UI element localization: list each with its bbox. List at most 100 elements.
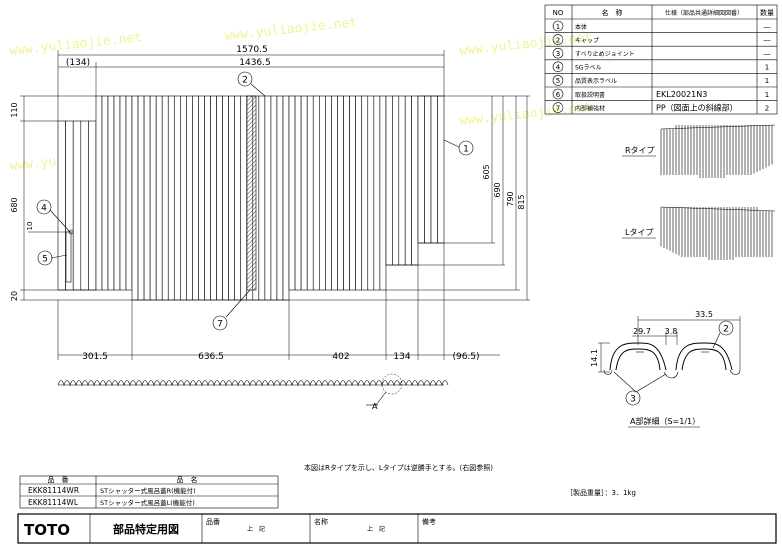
row-qty: 1 [765,64,769,72]
slat [222,95,229,301]
slat [398,95,406,266]
slat [143,95,151,301]
dim-301-5: 301.5 [82,352,108,362]
slat [294,95,302,291]
svg-text:www.yuliaojie.net: www.yuliaojie.net [224,15,358,44]
slat [210,95,217,301]
detail-a-section: 33.5 29.7 3.8 14.1 2 3 A部詳細（S=1/1） [590,310,741,428]
product-code-r: EKK81114WR [28,486,79,495]
code-label: 品番 [206,518,220,526]
slat [180,95,187,301]
slat [417,95,425,244]
slat [155,95,163,301]
row-qty: ― [764,23,771,31]
slat [173,95,181,301]
svg-text:2: 2 [723,325,729,335]
remarks-label: 備考 [422,517,436,526]
slat [264,95,272,301]
row-no: 1 [556,23,560,31]
slat [186,95,193,301]
dim-636-5: 636.5 [198,352,224,362]
r-type-thumbnail [660,124,776,178]
parts-row: 1 本体 ― [552,20,771,32]
code-value: 上 記 [247,525,265,533]
dim-134-bottom: 134 [393,352,410,362]
slat [216,95,223,301]
row-qty: ― [764,50,771,58]
row-no: 4 [556,64,561,72]
col-spec-header: 仕様（部品共通詳細図図番） [665,9,743,17]
dim-815: 815 [517,194,526,209]
product-name-l: STシャッター式風呂蓋L(機能付) [100,498,195,507]
slat [107,95,115,291]
row-no: 7 [556,104,560,112]
dim-20: 20 [10,291,19,301]
slat [149,95,157,301]
callout-leaders [49,83,460,318]
slat [88,120,97,291]
slat [411,95,419,266]
slat [204,95,211,301]
dim-790: 790 [506,191,515,206]
slat [270,95,278,301]
row-name: 本体 [575,23,587,31]
toto-logo: TOTO [24,521,70,539]
callout-7: 7 [212,315,228,331]
slat [437,95,445,244]
slat [137,95,145,301]
slat [131,95,139,301]
svg-text:5: 5 [42,255,48,265]
dim-1570-5: 1570.5 [236,45,268,55]
row-name: 取扱説明書 [575,91,605,99]
product-code-header: 品 番 [48,476,69,484]
slat [240,95,248,301]
detail-callout-3: 3 [625,390,641,406]
callout-2: 2 [237,71,253,87]
row-name: SGラベル [575,65,601,72]
product-name-r: STシャッター式風呂蓋R(機能付) [100,486,196,495]
slat [95,95,103,291]
row-qty: ― [764,36,771,44]
slat [379,95,387,291]
slat [57,120,66,291]
slat [198,95,205,301]
slat [119,95,127,291]
dim-402: 402 [332,352,349,362]
dim-690: 690 [493,182,502,197]
reinforcement-hatch [246,95,257,291]
slat [258,95,266,301]
parts-row: 4 SGラベル 1 [552,61,769,73]
row-no: 2 [556,36,560,44]
slat [349,95,356,291]
slat [161,95,169,301]
side-profile: A [57,373,449,411]
row-spec: EKL20021N3 [656,90,707,99]
svg-text:www.yuliaojie.net: www.yuliaojie.net [9,30,143,59]
row-spec: PP（図面上の斜線部） [656,102,738,112]
drawing-title: 部品特定用図 [113,522,179,536]
col-name-header: 名 称 [602,8,623,17]
slat [234,95,242,301]
row-qty: 2 [765,104,769,112]
detail-callout-2: 2 [718,320,734,336]
l-type-thumbnail [660,206,776,260]
slat [404,95,412,266]
slat [228,95,235,301]
slat [331,95,338,291]
slat [367,95,375,291]
slat [337,95,344,291]
col-no-header: NO [553,9,564,17]
slat [312,95,320,291]
title-block: TOTO 部品特定用図 品番 上 記 名称 上 記 備考 [17,513,777,544]
dim-605: 605 [482,164,491,179]
col-qty-header: 数量 [760,8,774,17]
callout-1: 1 [458,140,474,156]
slat [361,95,369,291]
slat [430,95,438,244]
slat [325,95,332,291]
r-type-label: Rタイプ [625,146,655,155]
